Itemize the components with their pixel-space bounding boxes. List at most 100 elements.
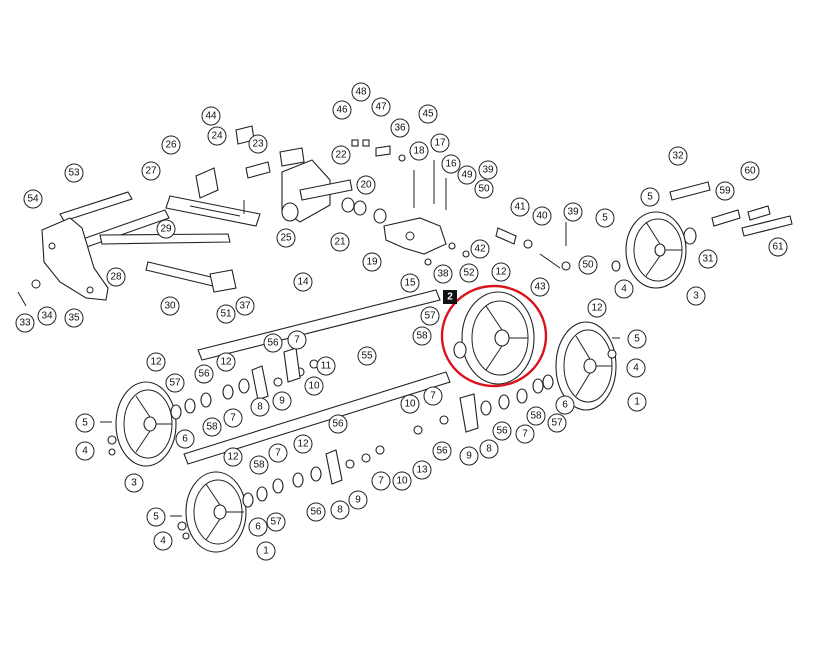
callout-circle [441, 154, 461, 174]
callout-number: 6 [255, 522, 261, 533]
callout-circle [160, 296, 180, 316]
callout-56: 56 [432, 441, 452, 461]
callout-circle [357, 346, 377, 366]
callout-circle [474, 179, 494, 199]
callout-46: 46 [332, 100, 352, 120]
callout-number: 12 [150, 357, 162, 368]
callout-number: 12 [591, 303, 603, 314]
callout-number: 19 [366, 257, 378, 268]
callout-number: 16 [445, 159, 457, 170]
callout-circle [331, 145, 351, 165]
callout-circle [248, 134, 268, 154]
callout-60: 60 [740, 161, 760, 181]
selection-badge: 2 [443, 290, 457, 304]
callout-58: 58 [412, 326, 432, 346]
callout-number: 27 [145, 166, 157, 177]
callout-number: 6 [562, 400, 568, 411]
callout-circle [686, 286, 706, 306]
callout-number: 60 [744, 166, 756, 177]
callout-number: 55 [361, 351, 373, 362]
callout-53: 53 [64, 163, 84, 183]
callout-circle [555, 395, 575, 415]
callout-circle [626, 358, 646, 378]
callout-circle [124, 473, 144, 493]
callout-circle [306, 502, 326, 522]
callout-number: 29 [160, 224, 172, 235]
callout-circle [106, 267, 126, 287]
callout-number: 39 [482, 165, 494, 176]
callout-17: 17 [430, 133, 450, 153]
callout-43: 43 [530, 277, 550, 297]
callout-40: 40 [532, 206, 552, 226]
callout-number: 42 [474, 244, 486, 255]
callout-circle [23, 189, 43, 209]
callout-number: 35 [68, 313, 80, 324]
callout-circle [235, 296, 255, 316]
callout-number: 57 [270, 517, 282, 528]
callout-58: 58 [526, 406, 546, 426]
callout-10: 10 [392, 471, 412, 491]
callout-number: 18 [413, 146, 425, 157]
callout-circle [161, 135, 181, 155]
callout-number: 20 [360, 180, 372, 191]
callout-circle [75, 441, 95, 461]
callout-circle [515, 424, 535, 444]
callout-number: 3 [131, 478, 137, 489]
callout-45: 45 [418, 104, 438, 124]
callout-8: 8 [330, 500, 350, 520]
callout-circle [409, 141, 429, 161]
callout-circle [223, 447, 243, 467]
callout-circle [202, 417, 222, 437]
callout-number: 41 [514, 202, 526, 213]
callout-42: 42 [470, 239, 490, 259]
callout-circle [510, 197, 530, 217]
callout-number: 12 [227, 452, 239, 463]
callout-number: 56 [310, 507, 322, 518]
callout-number: 45 [422, 109, 434, 120]
callout-18: 18 [409, 141, 429, 161]
callout-57: 57 [420, 306, 440, 326]
callout-number: 49 [461, 170, 473, 181]
callout-number: 26 [165, 140, 177, 151]
callout-number: 57 [551, 418, 563, 429]
callout-circle [400, 394, 420, 414]
callout-circle [37, 306, 57, 326]
callout-circle [470, 239, 490, 259]
callout-44: 44 [201, 106, 221, 126]
callout-56: 56 [328, 414, 348, 434]
callout-circle [272, 391, 292, 411]
callout-number: 5 [82, 418, 88, 429]
callout-number: 25 [280, 233, 292, 244]
callout-circle [362, 252, 382, 272]
callout-circle [459, 446, 479, 466]
callout-7: 7 [268, 443, 288, 463]
callout-circle [740, 161, 760, 181]
callout-circle [351, 82, 371, 102]
callout-number: 61 [772, 242, 784, 253]
callout-number: 51 [220, 309, 232, 320]
callout-58: 58 [202, 417, 222, 437]
axles [183, 289, 451, 465]
callout-circle [330, 232, 350, 252]
callout-15: 15 [400, 273, 420, 293]
callout-circle [390, 118, 410, 138]
callout-56: 56 [263, 333, 283, 353]
callout-3: 3 [124, 473, 144, 493]
linkage-assembly [281, 139, 571, 271]
callout-39: 39 [563, 202, 583, 222]
callout-8: 8 [479, 439, 499, 459]
callout-8: 8 [250, 397, 270, 417]
callout-30: 30 [160, 296, 180, 316]
callout-4: 4 [75, 441, 95, 461]
callout-56: 56 [194, 364, 214, 384]
callout-circle [614, 279, 634, 299]
callout-38: 38 [433, 264, 453, 284]
callout-number: 56 [436, 446, 448, 457]
callout-circle [316, 356, 336, 376]
callout-number: 11 [321, 361, 332, 372]
callout-10: 10 [400, 394, 420, 414]
callout-number: 10 [308, 381, 320, 392]
callout-10: 10 [304, 376, 324, 396]
callout-7: 7 [223, 408, 243, 428]
